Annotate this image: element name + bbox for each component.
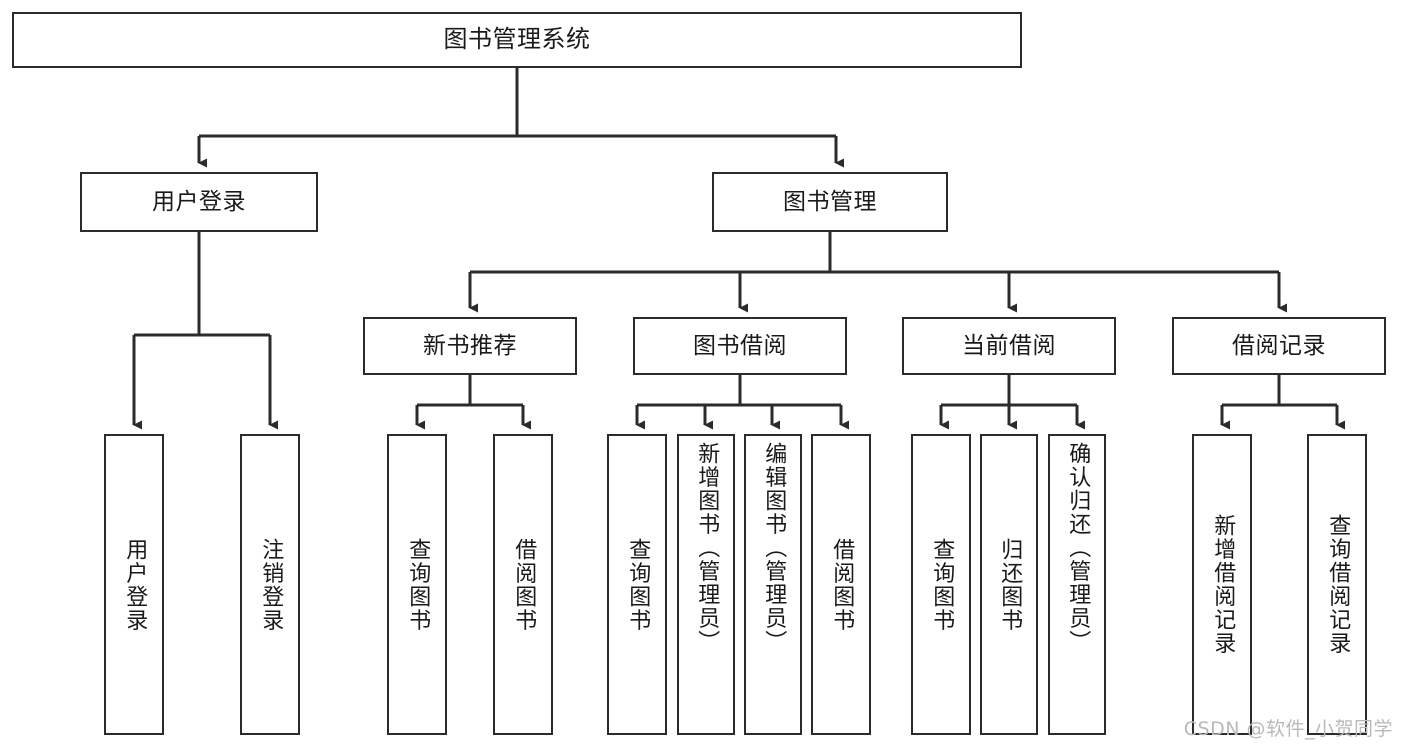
leaf-current-query-book[interactable]: 查询图书 <box>911 434 971 735</box>
leaf-new-book-query-label: 查询图书 <box>405 537 431 632</box>
node-current-borrow[interactable]: 当前借阅 <box>902 317 1116 375</box>
node-current-borrow-label: 当前借阅 <box>962 332 1056 359</box>
leaf-borrow-add-book[interactable]: 新增图书（管理员） <box>677 434 735 735</box>
leaf-borrow-borrow-book-label: 借阅图书 <box>829 537 855 632</box>
leaf-new-book-query[interactable]: 查询图书 <box>387 434 447 735</box>
leaf-record-add-label: 新增借阅记录 <box>1210 514 1236 655</box>
node-book-management[interactable]: 图书管理 <box>712 172 948 232</box>
leaf-borrow-edit-book-label: 编辑图书（管理员） <box>761 442 787 654</box>
leaf-record-add[interactable]: 新增借阅记录 <box>1192 434 1252 735</box>
leaf-borrow-query-book-label: 查询图书 <box>625 537 651 632</box>
node-user-login[interactable]: 用户登录 <box>80 172 318 232</box>
node-user-login-label: 用户登录 <box>152 188 246 215</box>
leaf-new-book-borrow-label: 借阅图书 <box>511 537 537 632</box>
leaf-borrow-add-book-label: 新增图书（管理员） <box>694 442 720 654</box>
leaf-current-return-book[interactable]: 归还图书 <box>980 434 1038 735</box>
leaf-current-return-book-label: 归还图书 <box>997 537 1023 632</box>
leaf-borrow-borrow-book[interactable]: 借阅图书 <box>811 434 871 735</box>
leaf-borrow-edit-book[interactable]: 编辑图书（管理员） <box>744 434 802 735</box>
leaf-record-query-label: 查询借阅记录 <box>1325 514 1351 655</box>
node-book-borrow-label: 图书借阅 <box>693 332 787 359</box>
leaf-current-confirm-return[interactable]: 确认归还（管理员） <box>1048 434 1106 735</box>
leaf-new-book-borrow[interactable]: 借阅图书 <box>493 434 553 735</box>
leaf-current-query-book-label: 查询图书 <box>929 537 955 632</box>
node-root[interactable]: 图书管理系统 <box>12 12 1022 68</box>
node-book-management-label: 图书管理 <box>783 188 877 215</box>
node-new-book-recommend[interactable]: 新书推荐 <box>363 317 577 375</box>
leaf-borrow-query-book[interactable]: 查询图书 <box>607 434 667 735</box>
node-root-label: 图书管理系统 <box>443 25 591 54</box>
csdn-watermark: CSDN @软件_小贺同学 <box>1183 718 1393 740</box>
leaf-user-login-signin-label: 用户登录 <box>122 537 148 632</box>
leaf-user-login-signout-label: 注销登录 <box>258 537 284 632</box>
node-new-book-recommend-label: 新书推荐 <box>423 332 517 359</box>
node-book-borrow[interactable]: 图书借阅 <box>633 317 847 375</box>
leaf-record-query[interactable]: 查询借阅记录 <box>1307 434 1367 735</box>
leaf-user-login-signin[interactable]: 用户登录 <box>104 434 164 735</box>
node-borrow-record[interactable]: 借阅记录 <box>1172 317 1386 375</box>
leaf-current-confirm-return-label: 确认归还（管理员） <box>1065 442 1091 654</box>
leaf-user-login-signout[interactable]: 注销登录 <box>240 434 300 735</box>
node-borrow-record-label: 借阅记录 <box>1232 332 1326 359</box>
